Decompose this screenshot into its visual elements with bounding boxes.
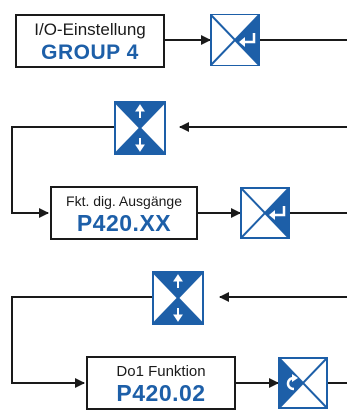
box-do1-funktion: Do1 Funktion P420.02 — [86, 356, 236, 410]
enter-icon — [269, 206, 286, 220]
up-down-button[interactable] — [114, 101, 166, 155]
box-code: GROUP 4 — [41, 41, 139, 64]
up-down-button[interactable] — [152, 271, 204, 325]
loop-updown1-to-p420xx — [11, 126, 114, 218]
up-down-icon — [173, 274, 183, 322]
box-top-label: Fkt. dig. Ausgänge — [66, 193, 182, 209]
enter-button[interactable] — [210, 14, 260, 66]
box-top-label: Do1 Funktion — [116, 363, 206, 380]
enter-button[interactable] — [240, 187, 290, 239]
box-top-label: I/O-Einstellung — [34, 20, 146, 39]
enter-icon — [239, 33, 256, 47]
box-fkt-dig-ausgaenge: Fkt. dig. Ausgänge P420.XX — [50, 186, 198, 240]
box-code: P420.02 — [116, 380, 206, 406]
up-down-icon — [135, 104, 145, 152]
loop-updown2-to-p42002 — [11, 296, 152, 388]
back-button[interactable] — [278, 357, 328, 409]
box-code: P420.XX — [76, 210, 172, 236]
box-io-einstellung: I/O-Einstellung GROUP 4 — [15, 14, 165, 68]
back-icon — [286, 374, 298, 391]
